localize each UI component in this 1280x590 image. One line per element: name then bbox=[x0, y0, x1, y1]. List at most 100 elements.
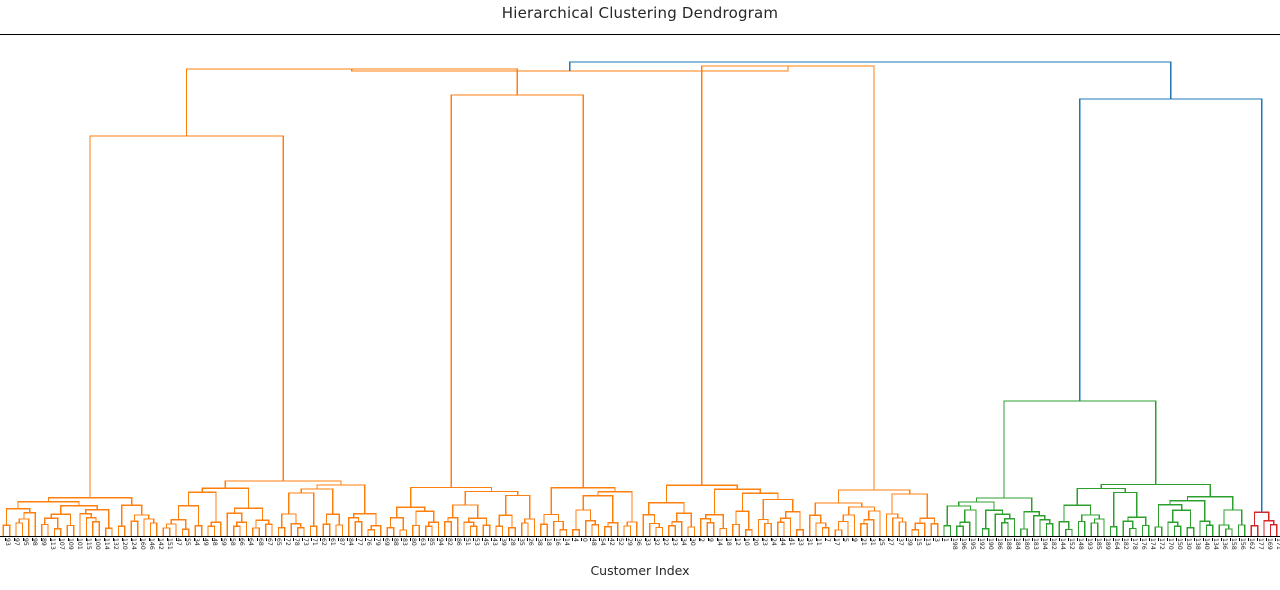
x-tick-label: 4 bbox=[572, 538, 580, 542]
x-tick-label: 177 bbox=[1257, 538, 1265, 550]
x-tick-label: 53 bbox=[472, 538, 480, 546]
x-tick-mark bbox=[320, 538, 321, 541]
x-tick-mark bbox=[437, 538, 439, 541]
dendrogram-link bbox=[655, 526, 664, 536]
x-tick-label: 22 bbox=[662, 538, 670, 546]
x-tick-label: 100 bbox=[94, 538, 102, 550]
x-tick-mark bbox=[1050, 538, 1052, 541]
x-tick-mark bbox=[356, 538, 358, 541]
x-tick-label: 182 bbox=[1049, 538, 1057, 550]
dendrogram-svg bbox=[2, 61, 1278, 536]
x-tick-label: 15 bbox=[914, 538, 922, 546]
x-tick-label: 35 bbox=[518, 538, 526, 546]
x-tick-label: 98 bbox=[31, 538, 39, 546]
x-tick-label: 68 bbox=[256, 538, 264, 546]
x-tick-label: 189 bbox=[1103, 538, 1111, 550]
x-tick-label: 138 bbox=[1194, 538, 1202, 550]
dendrogram-link bbox=[584, 519, 596, 536]
dendrogram-link bbox=[469, 525, 478, 536]
x-tick-mark bbox=[283, 538, 285, 541]
x-tick-label: 176 bbox=[1139, 538, 1147, 550]
x-tick-label: 190 bbox=[986, 538, 994, 550]
x-tick-label: 185 bbox=[1094, 538, 1102, 550]
x-tick-mark bbox=[788, 538, 790, 541]
x-tick-mark bbox=[1239, 538, 1241, 541]
dendrogram-link bbox=[815, 522, 827, 536]
x-tick-label: 184 bbox=[1013, 538, 1021, 550]
x-tick-label: 62 bbox=[319, 538, 327, 546]
x-tick-mark bbox=[292, 538, 294, 541]
x-tick-label: 44 bbox=[779, 538, 787, 546]
x-tick-mark bbox=[770, 538, 772, 541]
x-tick-label: 73 bbox=[301, 538, 309, 546]
dendrogram-link bbox=[741, 492, 779, 512]
x-tick-mark bbox=[175, 538, 177, 541]
dendrogram-link bbox=[412, 524, 420, 536]
dendrogram-link bbox=[735, 510, 750, 530]
x-tick-label: 25 bbox=[878, 538, 886, 546]
x-tick-label: 2 bbox=[698, 538, 706, 542]
x-tick-label: 48 bbox=[590, 538, 598, 546]
dendrogram-link bbox=[1173, 525, 1182, 536]
x-tick-label: 146 bbox=[148, 538, 156, 550]
dendrogram-link bbox=[591, 523, 600, 536]
x-tick-label: 18 bbox=[545, 538, 553, 546]
x-tick-mark bbox=[473, 538, 475, 541]
x-tick-mark bbox=[455, 538, 457, 541]
x-tick-mark bbox=[94, 538, 96, 541]
x-tick-label: 113 bbox=[49, 538, 57, 550]
x-tick-mark bbox=[148, 538, 150, 541]
x-tick-label: 48 bbox=[211, 538, 219, 546]
dendrogram-link bbox=[450, 94, 584, 488]
dendrogram-link bbox=[981, 527, 990, 536]
x-tick-mark bbox=[1041, 538, 1043, 541]
dendrogram-link bbox=[863, 518, 875, 536]
x-tick-label: 156 bbox=[1239, 538, 1247, 550]
dendrogram-link bbox=[424, 525, 433, 536]
x-tick-mark bbox=[76, 538, 78, 541]
x-tick-mark bbox=[1176, 538, 1178, 541]
x-tick-label: 49 bbox=[202, 538, 210, 546]
dendrogram-link bbox=[842, 514, 856, 536]
x-tick-mark bbox=[689, 538, 691, 541]
x-tick-mark bbox=[500, 538, 502, 541]
x-tick-label: 54 bbox=[599, 538, 607, 546]
x-tick-label: 41 bbox=[788, 538, 796, 546]
x-tick-label: 195 bbox=[968, 538, 976, 550]
x-tick-mark bbox=[31, 538, 33, 541]
x-tick-label: 188 bbox=[1004, 538, 1012, 550]
dendrogram-link bbox=[956, 525, 964, 536]
x-tick-mark bbox=[743, 538, 745, 541]
x-tick-label: 51 bbox=[463, 538, 471, 546]
dendrogram-link bbox=[1186, 527, 1195, 536]
x-tick-label: 23 bbox=[671, 538, 679, 546]
dendrogram-link bbox=[943, 524, 952, 536]
dendrogram-link bbox=[885, 513, 899, 536]
x-tick-label: 42 bbox=[608, 538, 616, 546]
x-tick-mark bbox=[130, 538, 132, 541]
x-tick-label: 39 bbox=[905, 538, 913, 546]
x-tick-label: 66 bbox=[238, 538, 246, 546]
x-tick-mark bbox=[779, 538, 781, 541]
x-tick-mark bbox=[392, 538, 394, 541]
x-tick-label: 29 bbox=[626, 538, 634, 546]
x-tick-label: 16 bbox=[554, 538, 562, 546]
dendrogram-link bbox=[1205, 524, 1214, 536]
x-tick-label: 171 bbox=[1275, 538, 1280, 550]
x-tick-mark bbox=[923, 538, 925, 541]
x-tick-mark bbox=[941, 538, 943, 541]
x-tick-label: 11 bbox=[815, 538, 823, 546]
x-tick-mark bbox=[446, 538, 448, 541]
x-tick-mark bbox=[887, 538, 889, 541]
dendrogram-link bbox=[165, 523, 177, 536]
x-tick-label: 174 bbox=[1148, 538, 1156, 550]
x-tick-label: 152 bbox=[1067, 538, 1075, 550]
dendrogram-link bbox=[671, 521, 683, 536]
x-tick-mark bbox=[536, 538, 538, 541]
x-tick-label: 97 bbox=[13, 538, 21, 546]
dendrogram-link bbox=[290, 522, 302, 536]
x-tick-mark bbox=[1095, 538, 1097, 541]
dendrogram-link bbox=[964, 509, 977, 536]
x-tick-label: 170 bbox=[1167, 538, 1175, 550]
dendrogram-link bbox=[1000, 522, 1009, 536]
